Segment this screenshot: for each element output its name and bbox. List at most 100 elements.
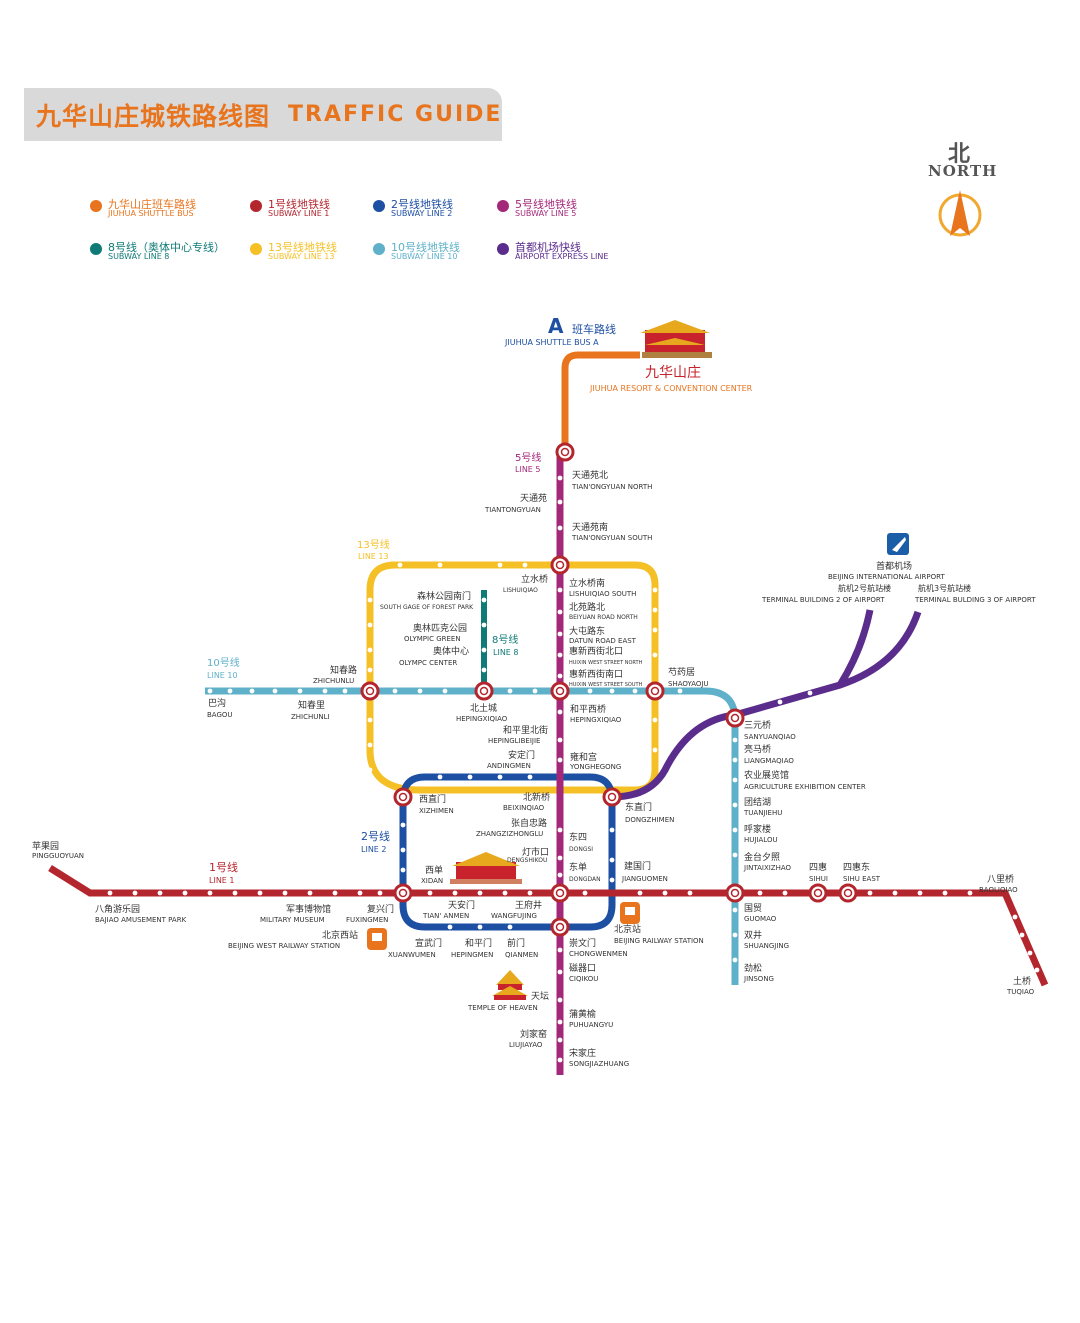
station-dot [332, 890, 338, 896]
station-dot [609, 877, 615, 883]
transfer-stations [360, 442, 858, 937]
station-dot [452, 890, 458, 896]
station-label: 苹果园 [32, 840, 59, 852]
transfer-station-inner [730, 713, 740, 723]
legend-swatch [497, 200, 509, 212]
station-label: 雍和宫 [570, 751, 597, 763]
airport-express-branch [837, 609, 874, 687]
station-label-en: HUIXIN WEST STREET NORTH [569, 660, 643, 666]
station-label: 立水桥南 [569, 577, 605, 589]
resort-name: 九华山庄 [645, 364, 701, 381]
station-label: 天通苑南 [572, 521, 608, 533]
station-label: 建国门 [624, 860, 651, 872]
station-dot [417, 688, 423, 694]
railway-station-icon [367, 902, 640, 950]
station-dot [357, 890, 363, 896]
station-label-en: SOUTH GAGE OF FOREST PARK [380, 604, 474, 611]
station-dot [400, 822, 406, 828]
station-label: 东四 [569, 831, 587, 843]
station-dot [942, 890, 948, 896]
transfer-station-inner [607, 792, 617, 802]
station-label-en: CHONGWENMEN [569, 950, 628, 958]
station-dot [367, 767, 373, 773]
station-dot [507, 924, 513, 930]
station-label-en: BEIJING WEST RAILWAY STATION [228, 942, 340, 950]
station-label: 团结湖 [744, 796, 771, 808]
station-label-en: SONGJIAZHUANG [569, 1060, 629, 1068]
legend-swatch [373, 243, 385, 255]
station-dot [557, 709, 563, 715]
station-dot [557, 969, 563, 975]
transfer-station-icon [808, 883, 828, 903]
station-label: 宋家庄 [569, 1047, 596, 1059]
station-dot [367, 667, 373, 673]
transfer-station-icon [838, 883, 858, 903]
transfer-station-icon [725, 883, 745, 903]
station-label-en: QIANMEN [505, 951, 538, 959]
line8-label: 8号线 [492, 633, 518, 646]
station-dot [57, 890, 63, 896]
station-label: 金台夕照 [744, 851, 780, 863]
station-dot [132, 890, 138, 896]
station-dot [477, 890, 483, 896]
station-dot [1027, 950, 1033, 956]
legend-swatch [90, 243, 102, 255]
station-dot [557, 997, 563, 1003]
station-label-en: JINSONG [743, 975, 774, 983]
station-dot [400, 867, 406, 873]
station-dot [557, 652, 563, 658]
station-label: 天通苑 [520, 492, 547, 504]
north-label: 北 [948, 141, 971, 167]
station-dot [609, 827, 615, 833]
station-label: 四惠 [809, 861, 827, 873]
legend-swatch [373, 200, 385, 212]
transfer-station-icon [550, 555, 570, 575]
station-dot [557, 609, 563, 615]
station-label-en: TIAN'ONGYUAN SOUTH [571, 534, 652, 542]
station-label: 蒲黄榆 [569, 1008, 596, 1020]
legend-swatch [90, 200, 102, 212]
station-dot [367, 742, 373, 748]
station-label: 大屯路东 [569, 625, 605, 637]
station-dot [652, 652, 658, 658]
station-label-en: GUOMAO [744, 915, 777, 923]
transfer-station-inner [730, 888, 740, 898]
line1-label-en: LINE 1 [209, 876, 235, 885]
station-label-en: HEPINGLIBEIJIE [488, 737, 540, 745]
station-label: 天通苑北 [572, 469, 608, 481]
line10-label: 10号线 [207, 656, 240, 669]
transfer-station-icon [393, 787, 413, 807]
station-dot [732, 757, 738, 763]
station-labels: 天通苑北 TIAN'ONGYUAN NORTH 天通苑 TIANTONGYUAN… [32, 469, 1035, 1068]
airport-t2: 航机2号航站楼 [838, 583, 891, 593]
line5-label: 5号线 [515, 451, 541, 464]
station-label-en: LISHUIQIAO SOUTH [569, 590, 636, 598]
station-dot [732, 827, 738, 833]
station-dot [967, 890, 973, 896]
resort-name-english: JIUHUA RESORT & CONVENTION CENTER [589, 384, 753, 393]
station-dot [502, 890, 508, 896]
station-dot [377, 890, 383, 896]
station-label: 土桥 [1013, 975, 1031, 987]
transfer-station-icon [555, 442, 575, 462]
station-label: 西直门 [419, 793, 446, 805]
transfer-station-inner [365, 686, 375, 696]
transfer-station-inner [843, 888, 853, 898]
station-dot [557, 673, 563, 679]
station-label-en: CIQIKOU [569, 975, 598, 983]
airport-name: 首都机场 [876, 560, 912, 572]
station-label-en: BEIYUAN ROAD NORTH [569, 614, 638, 621]
station-label-en: BEIXINQIAO [503, 804, 545, 812]
station-dot [557, 872, 563, 878]
station-dot [72, 890, 78, 896]
station-label-en: BAGOU [207, 711, 233, 719]
station-dot [677, 688, 683, 694]
station-dot [342, 688, 348, 694]
station-label-en: HEPINGXIQIAO [570, 716, 622, 724]
station-label: 惠新西街南口 [569, 668, 623, 680]
transfer-station-icon [550, 883, 570, 903]
station-dot [557, 631, 563, 637]
station-label: 西单 [425, 864, 443, 876]
station-dot [257, 890, 263, 896]
